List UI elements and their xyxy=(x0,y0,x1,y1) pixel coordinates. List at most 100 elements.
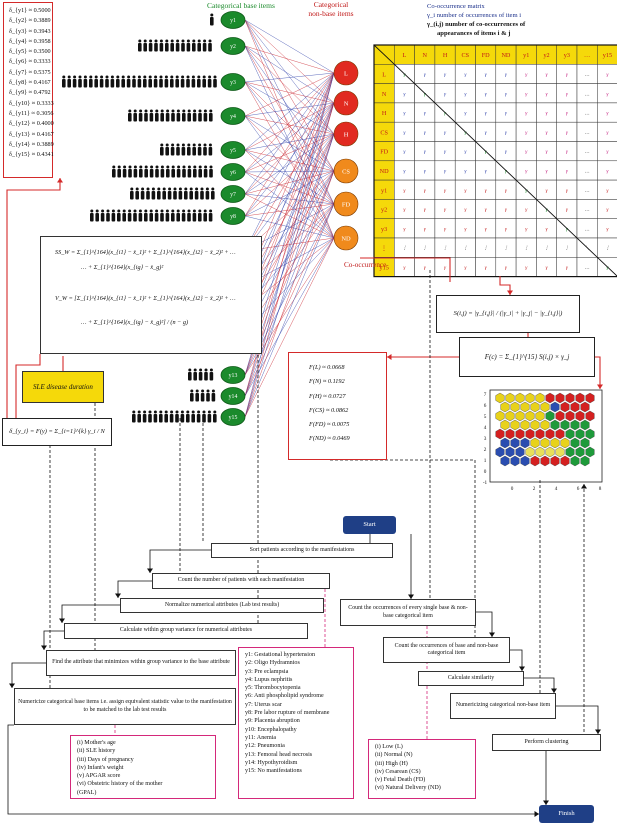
flow-connector xyxy=(149,549,211,573)
ss-formula-line2: … + Σ_{1}^{164}(x_{ig} − x̄_g)² xyxy=(81,264,164,271)
person-icon xyxy=(186,39,190,43)
person-icon xyxy=(133,213,137,222)
person-icon xyxy=(175,79,179,88)
person-icon xyxy=(175,75,179,79)
cluster-hex xyxy=(520,419,530,431)
person-icon xyxy=(149,169,154,178)
matrix-cell-value: … xyxy=(585,226,590,232)
connector xyxy=(595,356,601,389)
step-numericize-nonbase: Numericizing categorical non-base item xyxy=(450,693,556,719)
person-icon xyxy=(116,75,120,79)
matrix-col-header: y3 xyxy=(564,52,570,59)
cluster-hex xyxy=(545,428,555,440)
person-icon xyxy=(193,169,197,178)
edge-line xyxy=(244,171,335,205)
cluster-hex xyxy=(575,446,585,458)
person-icon xyxy=(186,43,191,52)
person-icon xyxy=(165,209,169,213)
cluster-hex xyxy=(570,455,580,467)
f-value: F(N) ≈ 0.1192 xyxy=(309,378,345,386)
edge-line xyxy=(244,203,335,418)
nonbase-item-label: FD xyxy=(342,201,351,208)
manifestation-item: y3: Pre eclampsia xyxy=(245,668,289,675)
person-icon xyxy=(164,414,168,423)
person-icon xyxy=(210,17,214,26)
start-terminal: Start xyxy=(343,516,396,534)
matrix-cell-value: γ xyxy=(485,130,488,136)
plot-y-tick: 0 xyxy=(484,469,487,475)
base-item-node xyxy=(220,141,246,159)
person-icon xyxy=(209,165,213,169)
nonbase-item-node xyxy=(333,60,359,86)
cluster-hex xyxy=(500,401,510,413)
person-icon xyxy=(166,165,170,169)
person-icon xyxy=(209,109,213,113)
person-icon xyxy=(204,368,208,372)
edge-line xyxy=(244,102,335,117)
matrix-cell-value: γ xyxy=(424,207,427,213)
person-icon xyxy=(133,165,137,169)
edge-line xyxy=(244,170,335,173)
matrix-cell-value: γ xyxy=(403,130,406,136)
matrix-row-header: y15 xyxy=(380,264,389,271)
matrix-cell-value: … xyxy=(585,265,590,271)
flow-connector xyxy=(61,604,120,623)
edge-line xyxy=(244,45,335,172)
delta-value: δ_{y5} ≈ 0.3500 xyxy=(9,48,51,56)
outcome-item: (v) Fetal Death (FD) xyxy=(375,777,426,784)
person-icon xyxy=(151,191,156,200)
cluster-hex xyxy=(525,446,535,458)
manifestation-item: y7: Uterus scar xyxy=(245,701,282,708)
edge-line xyxy=(244,170,335,418)
person-icon xyxy=(204,372,208,381)
person-icon xyxy=(187,213,191,222)
matrix-cell-value: γ xyxy=(444,130,447,136)
person-icon xyxy=(211,191,215,200)
person-icon xyxy=(135,187,139,191)
cluster-hex xyxy=(505,410,515,422)
matrix-cell-value: γ xyxy=(606,149,609,155)
matrix-cell-value: γ xyxy=(546,72,549,78)
edge-line xyxy=(244,72,335,217)
person-icon xyxy=(155,169,159,178)
manifestation-item: y2: Oligo Hydramnios xyxy=(245,660,300,667)
person-icon xyxy=(78,75,82,79)
cluster-hex xyxy=(580,437,590,449)
edge-line xyxy=(244,133,335,418)
delta-value: δ_{y11} ≈ 0.3056 xyxy=(9,109,54,117)
person-icon xyxy=(211,393,216,402)
person-icon xyxy=(133,169,138,178)
matrix-row-header: y1 xyxy=(381,187,387,194)
person-icon xyxy=(191,414,195,423)
cluster-hex xyxy=(505,428,515,440)
person-icon xyxy=(193,368,197,372)
nonbase-item-label: L xyxy=(344,70,348,77)
person-icon xyxy=(72,79,77,88)
base-item-label: y2 xyxy=(230,44,236,50)
person-icon xyxy=(151,187,155,191)
person-icon xyxy=(117,209,121,213)
person-icon xyxy=(110,79,115,88)
person-icon xyxy=(164,79,169,88)
arrow-head xyxy=(551,688,557,693)
person-icon xyxy=(197,43,201,52)
person-icon xyxy=(202,43,207,52)
edge-line xyxy=(244,237,335,418)
f-value: F(L) ≈ 0.0668 xyxy=(309,364,345,371)
manifestation-item: y1: Gestational hypertension xyxy=(245,652,316,658)
matrix-col-header: L xyxy=(403,52,407,59)
cluster-hex xyxy=(565,392,575,404)
f-value: F(FD) ≈ 0.0075 xyxy=(309,421,350,429)
person-icon xyxy=(181,143,185,147)
cluster-hex xyxy=(585,446,595,458)
matrix-cell-value: γ xyxy=(525,72,528,78)
manifestation-item: y6: Anti phospholipid syndrome xyxy=(245,693,324,700)
nonbase-item-node xyxy=(333,158,359,184)
person-icon xyxy=(190,393,194,402)
cluster-hex xyxy=(550,455,560,467)
matrix-cell-value: γ xyxy=(505,130,508,136)
matrix-cell-value: γ xyxy=(606,111,609,117)
person-icon xyxy=(132,414,136,423)
person-icon xyxy=(143,39,147,43)
matrix-col-header: y15 xyxy=(603,52,612,59)
